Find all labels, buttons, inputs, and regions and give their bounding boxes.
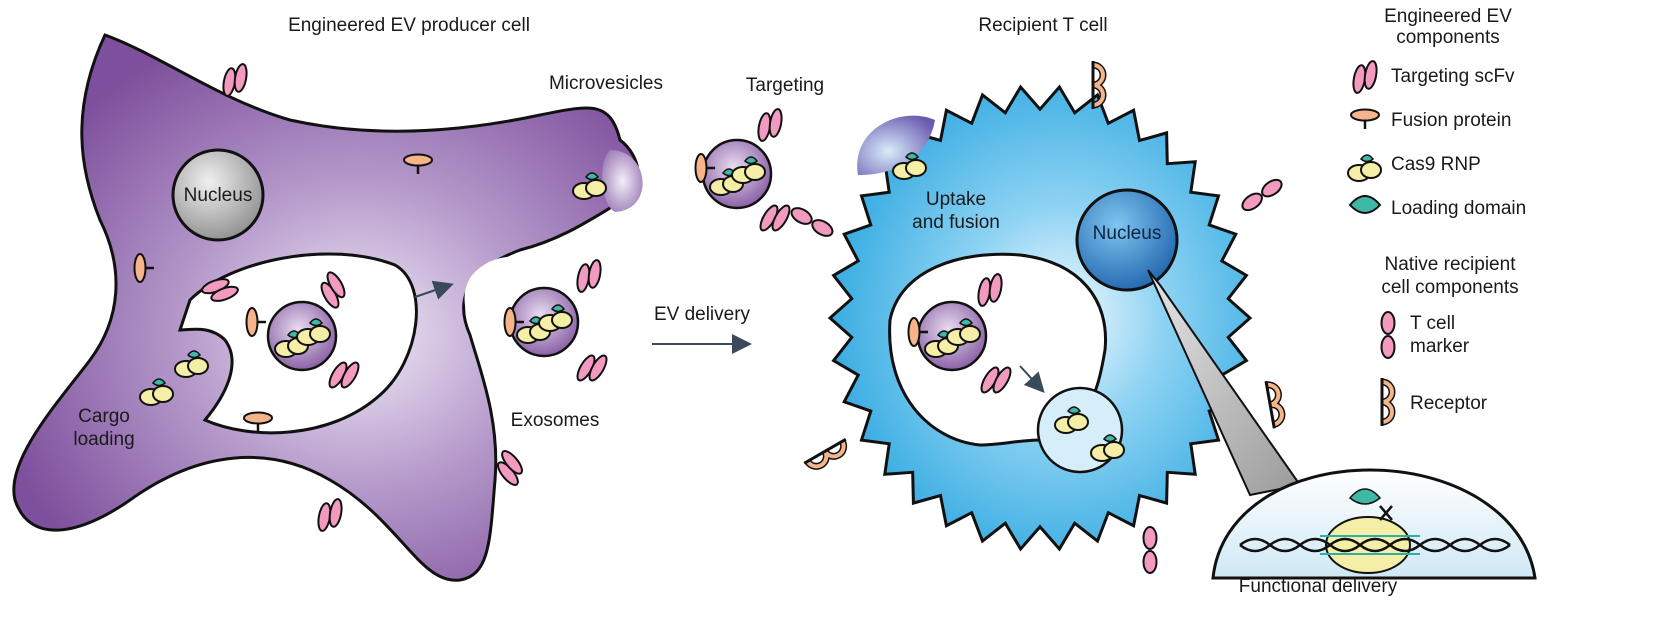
uptake-label-2: and fusion bbox=[912, 212, 1000, 233]
legend-item-fusion: Fusion protein bbox=[1391, 110, 1512, 131]
legend-native-title-2: cell components bbox=[1381, 277, 1519, 298]
legend-icons bbox=[1342, 55, 1396, 426]
legend-item-cas9: Cas9 RNP bbox=[1391, 154, 1481, 175]
uptake-label-1: Uptake bbox=[925, 189, 987, 210]
ev-delivery-label: EV delivery bbox=[653, 304, 751, 325]
cas9-rnp-icon bbox=[1347, 154, 1382, 182]
recipient-cell bbox=[804, 61, 1284, 574]
scissors-icon bbox=[1379, 505, 1393, 521]
targeting-label: Targeting bbox=[745, 75, 825, 96]
legend-native-title-1: Native recipient bbox=[1384, 254, 1516, 275]
scfv-icon bbox=[1342, 55, 1388, 99]
recipient-title: Recipient T cell bbox=[978, 15, 1108, 36]
producer-cell bbox=[12, 33, 643, 582]
legend-engineered-title-2: components bbox=[1396, 27, 1500, 48]
producer-title: Engineered EV producer cell bbox=[288, 15, 530, 36]
legend-item-marker-2: marker bbox=[1410, 336, 1470, 357]
dna-strand bbox=[1239, 537, 1511, 553]
receptor-icon bbox=[1382, 378, 1392, 426]
legend-item-marker-1: T cell bbox=[1410, 313, 1456, 334]
cargo-loading-label-1: Cargo bbox=[78, 406, 130, 427]
cargo-loading-label-2: loading bbox=[73, 429, 135, 450]
microvesicle-bleb bbox=[602, 150, 643, 212]
legend-item-loading: Loading domain bbox=[1391, 198, 1527, 219]
mvb-arrow bbox=[414, 280, 454, 300]
producer-nucleus bbox=[171, 148, 265, 242]
uptake-bleb bbox=[857, 115, 935, 175]
functional-delivery-label: Functional delivery bbox=[1238, 576, 1398, 597]
t-cell-marker-icon bbox=[1380, 311, 1396, 359]
legend-item-receptor: Receptor bbox=[1410, 393, 1488, 414]
legend-engineered-title-1: Engineered EV bbox=[1384, 6, 1512, 27]
producer-nucleus-label: Nucleus bbox=[183, 185, 253, 206]
functional-delivery-inset bbox=[1147, 269, 1537, 580]
recipient-nucleus-label: Nucleus bbox=[1092, 223, 1162, 244]
loading-domain-icon bbox=[1348, 195, 1382, 214]
legend-item-scfv: Targeting scFv bbox=[1391, 66, 1515, 87]
fusion-protein-icon bbox=[1349, 108, 1381, 131]
endosome-arrow bbox=[1019, 365, 1045, 393]
recipient-nucleus bbox=[1075, 188, 1179, 292]
targeting-ev bbox=[694, 103, 837, 241]
exosomes-label: Exosomes bbox=[510, 410, 600, 431]
microvesicles-label: Microvesicles bbox=[548, 73, 664, 94]
